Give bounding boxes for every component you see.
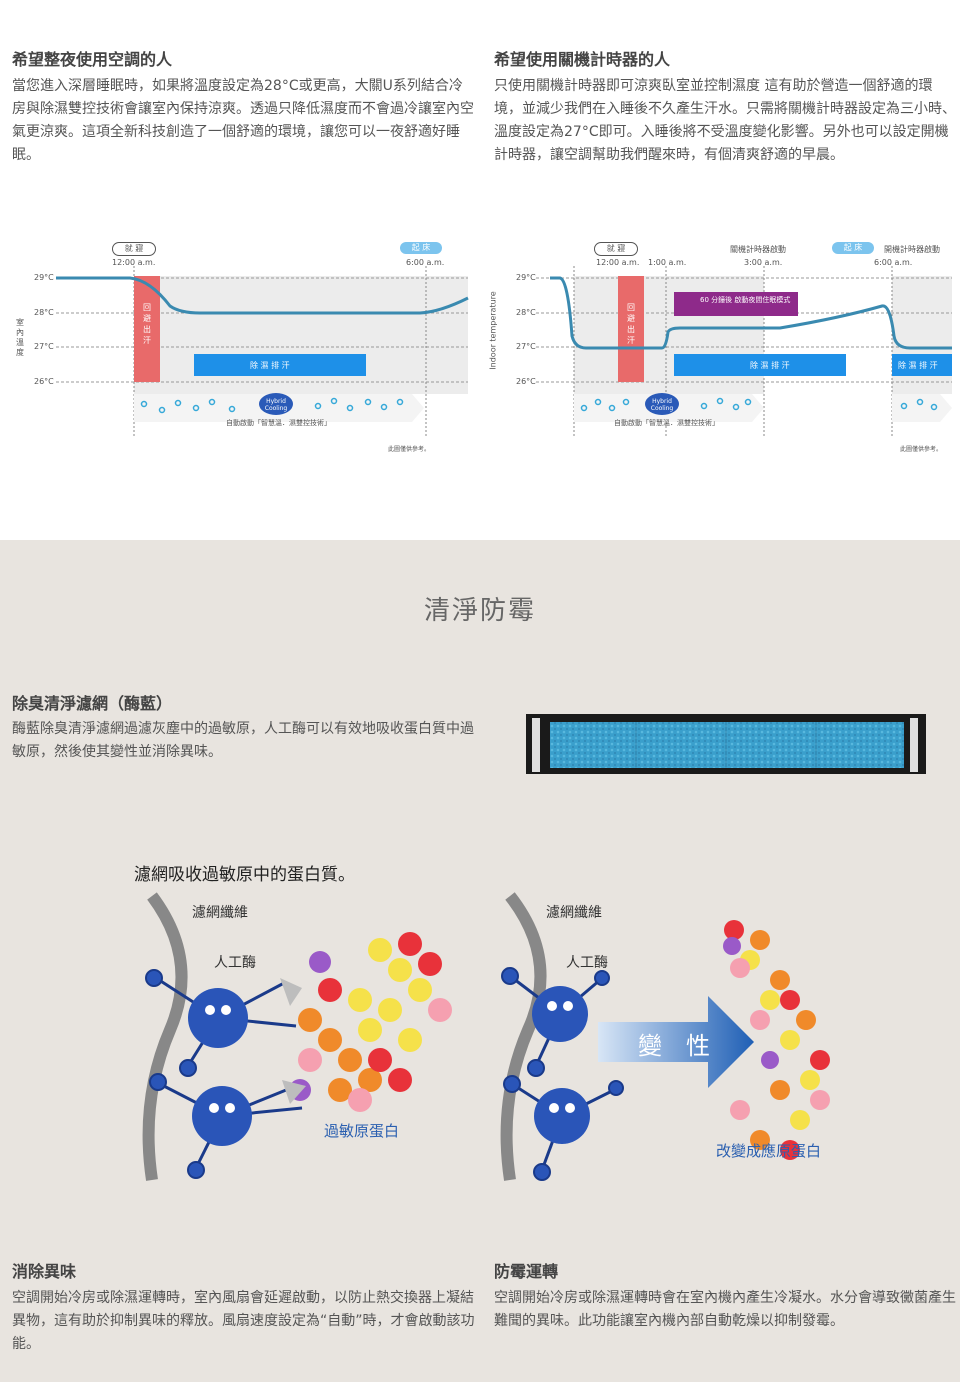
fiber-label-left: 濾網纖維	[192, 905, 248, 921]
enzyme-label-right: 人工酶	[566, 955, 608, 971]
time-end: 6:00 a.m.	[874, 258, 913, 267]
timer-body: 只使用關機計時器即可涼爽臥室並控制濕度 這有助於營造一個舒適的環境，並減少我們在…	[494, 78, 956, 163]
time-3am: 3:00 a.m.	[744, 258, 783, 267]
chart-left: 就 寢 起 床 12:00 a.m. 6:00 a.m. 29°C 28°C 2…	[0, 236, 480, 456]
strip-label: 回避出汗	[627, 303, 635, 345]
diagram-left: 濾網纖維 人工酶 過敏原蛋白	[130, 890, 452, 1190]
hybrid-logo: Hybrid Cooling	[650, 398, 674, 412]
time-1am: 1:00 a.m.	[648, 258, 687, 267]
night-title: 希望整夜使用空調的人	[12, 50, 173, 69]
diagram-heading: 濾網吸收過敏原中的蛋白質。	[134, 865, 355, 885]
y-tick: 29°C	[34, 273, 54, 282]
denature-arrow-label: 變 性	[638, 1032, 710, 1060]
y-tick: 26°C	[34, 377, 54, 386]
badge-sleep: 就 寢	[112, 242, 156, 256]
section-title: 清淨防霉	[423, 596, 536, 626]
allergen-label: 過敏原蛋白	[324, 1122, 400, 1140]
clean-section-background	[0, 540, 960, 1382]
popup-text: 60 分鐘後 啟動夜間住眠模式	[700, 296, 791, 304]
fiber-label-right: 濾網纖維	[546, 905, 602, 921]
y-tick: 27°C	[34, 342, 54, 351]
changed-protein-label: 改變成應原蛋白	[716, 1142, 822, 1160]
mold-body: 空調開始冷房或除濕運轉時會在室內機內產生冷凝水。水分會導致黴菌產生難聞的異味。此…	[494, 1290, 956, 1329]
y-tick: 28°C	[516, 308, 536, 317]
band-label: 除 濕 排 汗	[250, 361, 290, 370]
time-start: 12:00 a.m.	[112, 258, 156, 267]
y-axis-label: 室內溫度	[16, 318, 24, 357]
badge-wake: 起 床	[832, 242, 874, 254]
band-label: 除 濕 排 汗	[750, 361, 790, 370]
y-tick: 27°C	[516, 342, 536, 351]
night-body: 當您進入深層睡眠時，如果將溫度設定為28°C或更高，大關U系列結合冷房與除濕雙控…	[12, 78, 474, 163]
enzyme-label-left: 人工酶	[214, 955, 256, 971]
time-end: 6:00 a.m.	[406, 258, 445, 267]
chart-note: 此圖僅供參考。	[388, 446, 431, 453]
odor-title: 消除異味	[12, 1262, 77, 1281]
arrow-label: 自動啟動「智慧溫．濕雙控技術」	[614, 419, 719, 427]
filter-title: 除臭清淨濾網（酶藍）	[12, 694, 173, 713]
badge-sleep: 就 寢	[594, 242, 638, 256]
chart-right: 就 寢 起 床 關機計時器啟動 開機計時器啟動 12:00 a.m. 1:00 …	[480, 236, 960, 456]
y-tick: 28°C	[34, 308, 54, 317]
filter-image	[526, 712, 926, 778]
on-timer-label: 開機計時器啟動	[884, 245, 940, 254]
chart-note: 此圖僅供參考。	[900, 446, 943, 453]
y-tick: 29°C	[516, 273, 536, 282]
y-axis-label: Indoor temperature	[488, 291, 498, 370]
timer-title: 希望使用關機計時器的人	[494, 50, 671, 69]
off-timer-label: 關機計時器啟動	[730, 245, 786, 254]
time-start: 12:00 a.m.	[596, 258, 640, 267]
odor-body: 空調開始冷房或除濕運轉時，室內風扇會延遲啟動，以防止熱交換器上凝結異物，這有助於…	[12, 1290, 475, 1352]
y-tick: 26°C	[516, 377, 536, 386]
strip-label: 回避出汗	[143, 303, 151, 345]
mold-title: 防霉運轉	[494, 1262, 559, 1281]
arrow-label: 自動啟動「智慧溫．濕雙控技術」	[226, 419, 331, 427]
badge-wake: 起 床	[400, 242, 442, 254]
diagram-right: 濾網纖維 人工酶 變 性 改變成應原蛋白	[490, 890, 870, 1190]
band-label-2: 除 濕 排 汗	[898, 361, 938, 370]
filter-body: 酶藍除臭清淨濾網過濾灰塵中的過敏原，人工酶可以有效地吸收蛋白質中過敏原，然後使其…	[12, 721, 474, 760]
hybrid-logo: Hybrid Cooling	[264, 398, 288, 412]
